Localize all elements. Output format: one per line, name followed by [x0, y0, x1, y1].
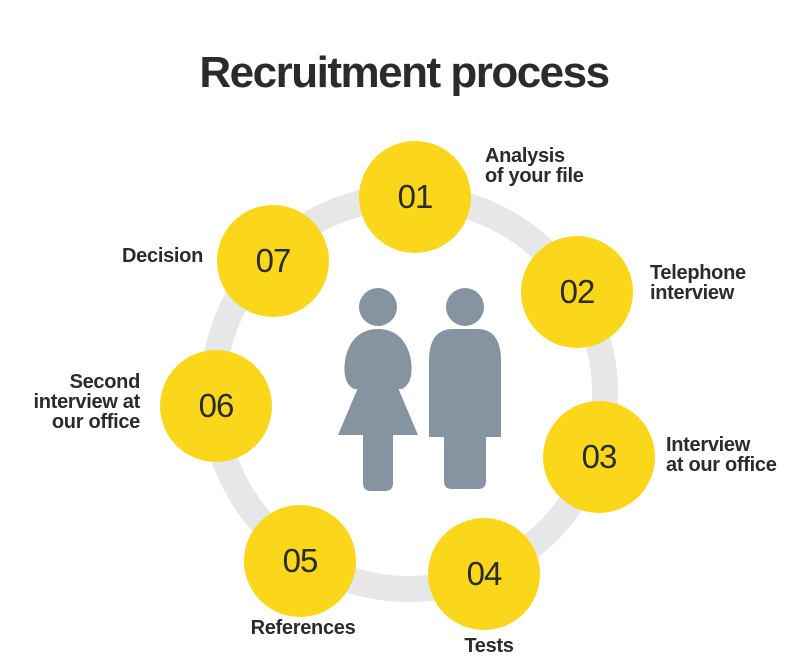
step-circle-01: 01 [359, 141, 471, 253]
step-circle-06: 06 [160, 350, 272, 462]
step-circle-04: 04 [428, 518, 540, 630]
page-title: Recruitment process [199, 48, 610, 97]
step-number: 06 [198, 387, 235, 424]
man-woman-silhouette-icon [338, 288, 501, 491]
man-silhouette-icon [429, 288, 501, 489]
step-number: 05 [282, 542, 319, 579]
step-label-second-interview-at-our-office: Second interview at our office [33, 371, 141, 433]
step-circle-05: 05 [244, 505, 356, 617]
step-label-references: References [250, 617, 356, 639]
woman-silhouette-icon [338, 288, 418, 491]
step-number: 01 [397, 178, 434, 215]
step-label-tests: Tests [464, 635, 514, 657]
step-label-interview-at-our-office: Interview at our office [666, 434, 777, 476]
step-circle-02: 02 [521, 236, 633, 348]
step-number: 02 [559, 273, 596, 310]
step-label-decision: Decision [122, 245, 203, 267]
step-number: 04 [466, 555, 503, 592]
step-number: 07 [255, 242, 292, 279]
step-label-analysis-of-your-file: Analysis of your file [485, 145, 584, 187]
step-circle-03: 03 [543, 401, 655, 513]
step-circle-07: 07 [217, 205, 329, 317]
step-label-telephone-interview: Telephone interview [650, 262, 746, 304]
step-number: 03 [581, 438, 618, 475]
